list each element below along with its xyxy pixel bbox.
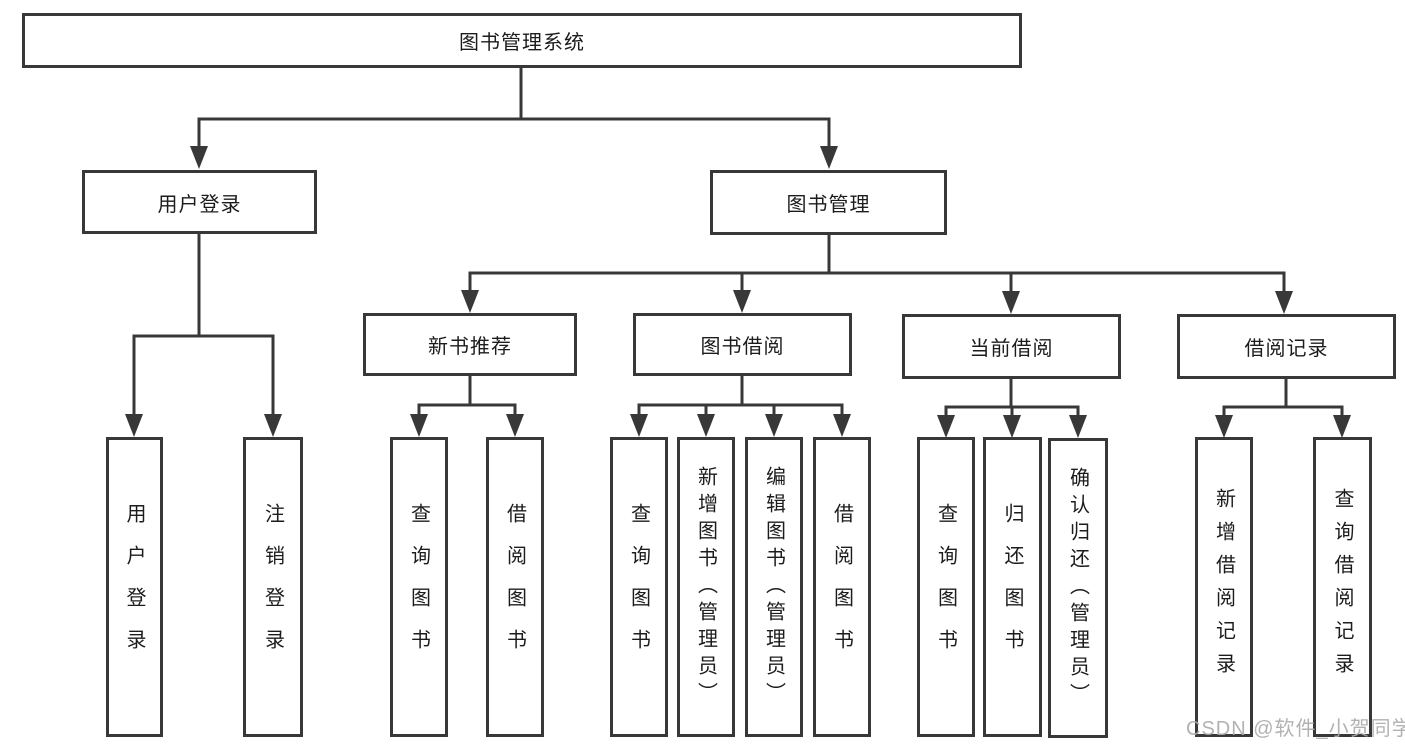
node-root: 图书管理系统 [22,13,1022,68]
arrow-down-icons [125,146,1351,438]
leaf-current-confirm-return-admin-label: 确认归还（管理员） [1066,466,1089,710]
leaf-current-return-books-label: 归还图书 [1001,503,1023,671]
leaf-user-login: 用户登录 [106,437,163,737]
leaf-current-query-books: 查询图书 [917,437,975,737]
leaf-borrowing-edit-books-admin-label: 编辑图书（管理员） [762,465,785,709]
node-borrowing-records-label: 借阅记录 [1244,338,1329,360]
node-current-borrowing: 当前借阅 [902,314,1121,379]
leaf-borrowing-add-books-admin: 新增图书（管理员） [677,437,735,737]
node-borrowing-records: 借阅记录 [1177,314,1396,379]
leaf-records-query-record-label: 查询借阅记录 [1331,488,1353,686]
leaf-logout-login-label: 注销登录 [261,503,284,671]
node-new-book-recommend: 新书推荐 [363,313,577,376]
node-user-login-label: 用户登录 [157,193,242,216]
leaf-current-confirm-return-admin: 确认归还（管理员） [1048,438,1108,738]
leaf-user-login-label: 用户登录 [123,503,145,671]
leaf-borrowing-query-books: 查询图书 [610,437,668,737]
leaf-recommend-query-books: 查询图书 [390,437,448,737]
leaf-recommend-borrow-books: 借阅图书 [486,437,544,737]
node-root-label: 图书管理系统 [459,32,585,54]
leaf-borrowing-borrow-books-label: 借阅图书 [830,503,853,671]
node-book-borrowing: 图书借阅 [633,313,852,376]
node-new-book-recommend-label: 新书推荐 [428,336,512,358]
node-book-borrowing-label: 图书借阅 [700,336,785,358]
leaf-records-add-record-label: 新增借阅记录 [1212,488,1235,686]
leaf-recommend-borrow-books-label: 借阅图书 [503,503,526,671]
leaf-records-query-record: 查询借阅记录 [1313,437,1372,737]
csdn-watermark: CSDN @软件_小贺同学 [1186,718,1405,740]
leaf-recommend-query-books-label: 查询图书 [407,503,430,671]
node-book-management-label: 图书管理 [786,194,871,216]
node-user-login: 用户登录 [82,170,317,234]
leaf-borrowing-query-books-label: 查询图书 [627,503,650,671]
leaf-current-query-books-label: 查询图书 [934,503,957,671]
leaf-borrowing-edit-books-admin: 编辑图书（管理员） [745,437,803,737]
leaf-logout-login: 注销登录 [243,437,303,737]
leaf-borrowing-add-books-admin-label: 新增图书（管理员） [694,465,717,709]
leaf-borrowing-borrow-books: 借阅图书 [813,437,871,737]
node-current-borrowing-label: 当前借阅 [969,338,1054,360]
node-book-management: 图书管理 [710,170,947,235]
leaf-records-add-record: 新增借阅记录 [1195,437,1253,737]
connector-lines [132,67,1344,417]
leaf-current-return-books: 归还图书 [983,437,1042,737]
